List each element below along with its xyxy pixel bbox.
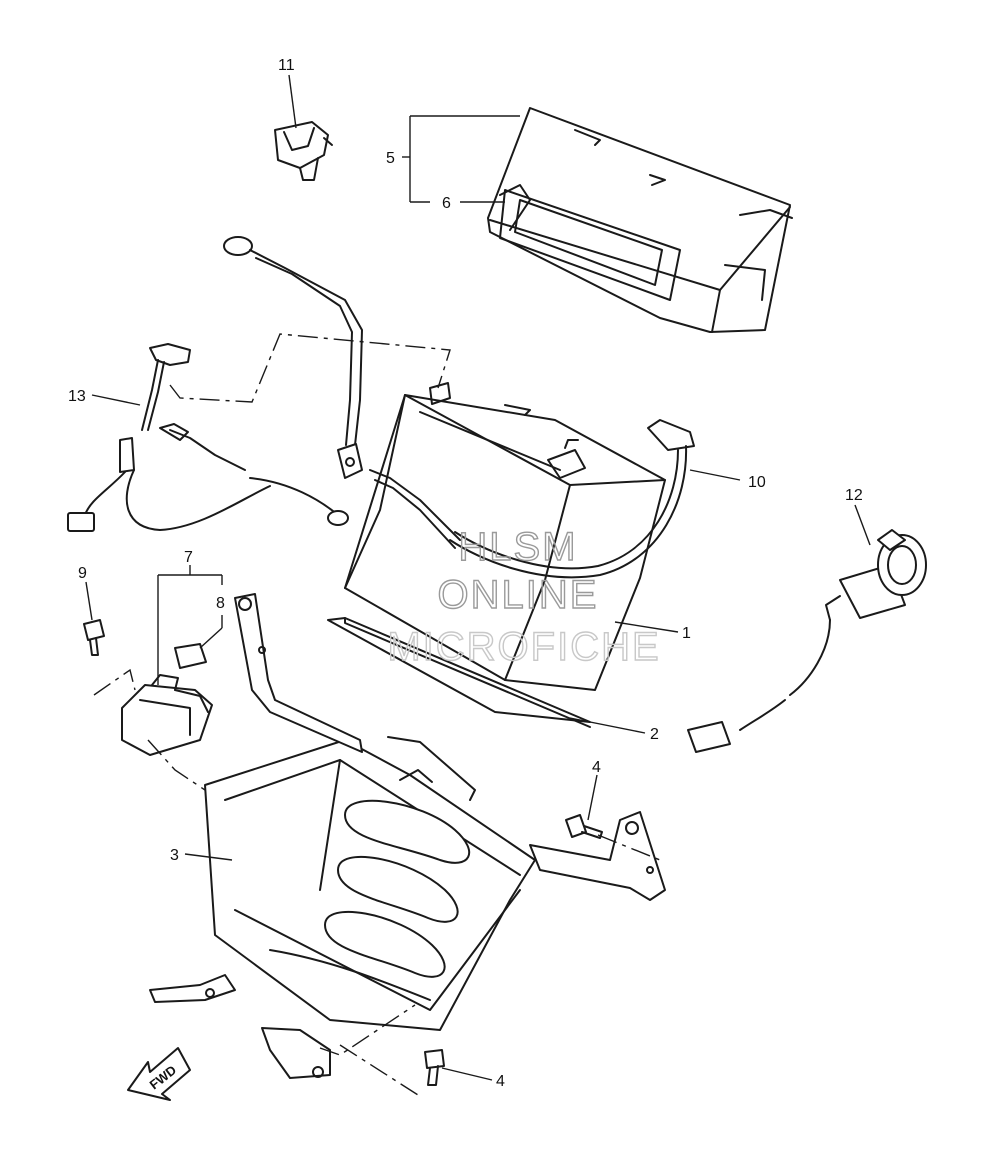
starter-relay — [121, 674, 213, 756]
callout-4-lower: 4 — [496, 1073, 505, 1090]
callout-3: 3 — [170, 847, 179, 864]
cover-strap — [499, 184, 681, 301]
leader-lines — [85, 74, 871, 1081]
battery-cover — [487, 107, 793, 333]
battery-bracket-bar — [234, 593, 666, 901]
negative-battery-cable — [223, 236, 461, 549]
callout-1: 1 — [682, 625, 691, 642]
watermark-line-1: HLSM — [458, 525, 577, 569]
watermark-line-2: ONLINE — [438, 573, 599, 617]
bolt-4-upper — [565, 814, 603, 839]
positive-battery-cable — [449, 419, 695, 579]
callout-4-upper: 4 — [592, 759, 601, 776]
callout-9: 9 — [78, 565, 87, 582]
cable-clip — [274, 121, 333, 181]
watermark: HLSM ONLINE MICROFICHE — [387, 524, 660, 669]
accessory-socket — [687, 529, 927, 753]
assembly-lines — [93, 333, 661, 1096]
callout-6: 6 — [442, 195, 451, 212]
callout-7: 7 — [184, 549, 193, 566]
battery — [344, 382, 666, 691]
callout-8: 8 — [216, 595, 225, 612]
callout-5: 5 — [386, 150, 395, 167]
bolt-4-lower — [424, 1049, 445, 1086]
callouts: 11 5 6 13 10 12 7 9 8 1 2 4 3 4 — [68, 57, 863, 1090]
callout-10: 10 — [748, 474, 766, 491]
bolt-9 — [83, 619, 105, 656]
callout-11: 11 — [278, 57, 295, 74]
relay-fuse — [174, 643, 207, 669]
wiring-harness — [67, 343, 349, 532]
battery-box — [149, 736, 536, 1079]
callout-2: 2 — [650, 726, 659, 743]
callout-12: 12 — [845, 487, 863, 504]
fwd-arrow-icon: FWD — [127, 1047, 191, 1101]
watermark-line-3: MICROFICHE — [387, 625, 660, 669]
callout-13: 13 — [68, 388, 86, 405]
